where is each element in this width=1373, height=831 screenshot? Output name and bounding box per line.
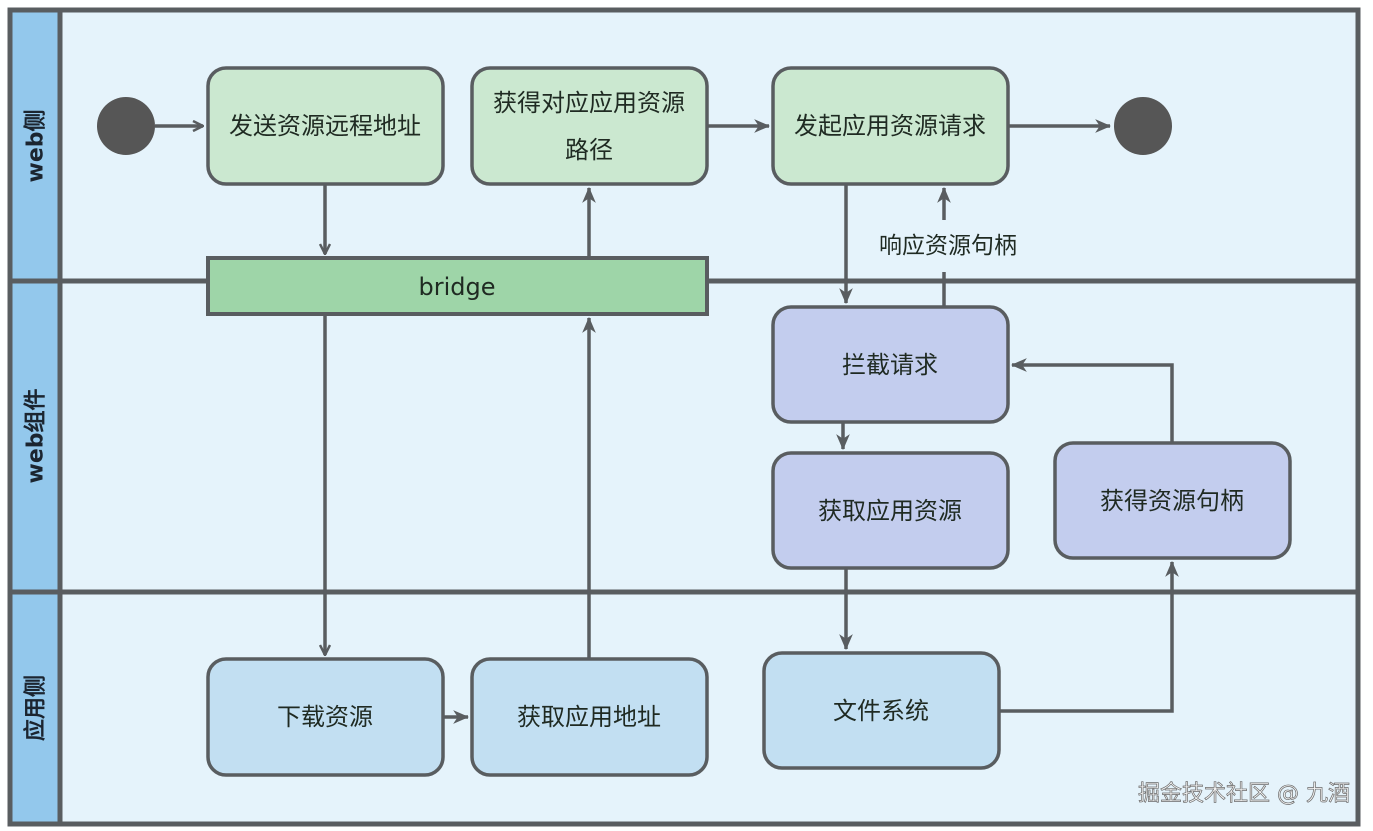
edge-label-background [862,228,1034,264]
node-get-app-address[interactable]: 获取应用地址 [470,657,709,777]
node-box [470,66,709,186]
node-box [206,66,445,186]
node-file-system[interactable]: 文件系统 [762,651,1001,770]
node-obtain-resource-handle[interactable]: 获得资源句柄 [1053,441,1292,560]
lane-header-web-component: web组件 [23,389,49,484]
edge-label-respond-resource-handle: 响应资源句柄 [879,233,1017,259]
node-label-line2: 路径 [565,136,613,164]
node-label: 获得资源句柄 [1100,487,1244,515]
start-node[interactable] [97,97,155,155]
node-label: 拦截请求 [842,351,938,379]
node-get-app-resource-path[interactable]: 获得对应应用资源 路径 [470,66,709,186]
node-initiate-app-resource-request[interactable]: 发起应用资源请求 [771,66,1010,186]
node-label: 获取应用地址 [517,703,661,731]
node-label-line1: 获得对应应用资源 [493,89,685,117]
node-label: 获取应用资源 [818,497,962,525]
lane-label-web-side: web侧 [24,110,49,183]
lane-header-app-side: 应用侧 [23,675,49,741]
node-box [771,66,1010,186]
lane-label-web-component: web组件 [23,389,49,484]
node-box [771,305,1010,424]
watermark: 掘金技术社区 @ 九酒 [1138,782,1350,807]
node-send-remote-address[interactable]: 发送资源远程地址 [206,66,445,186]
bridge-label: bridge [418,273,495,301]
node-label: 文件系统 [833,697,929,725]
lane-header-web-side: web侧 [24,110,49,183]
end-node[interactable] [1114,97,1172,155]
node-label: 下载资源 [277,703,373,731]
lane-label-app-side: 应用侧 [23,675,49,741]
edge-filesystem-to-handle [999,560,1179,713]
node-label: 发送资源远程地址 [229,112,421,140]
node-label: 发起应用资源请求 [794,112,986,140]
node-fetch-app-resource[interactable]: 获取应用资源 [771,451,1010,570]
node-box [1053,441,1292,560]
bridge-bar [206,256,709,316]
node-box [771,451,1010,570]
diagram-frame [7,7,1361,827]
edge-handle-to-intercept [1010,358,1174,443]
node-download-resource[interactable]: 下载资源 [206,657,445,777]
node-bridge[interactable]: bridge [206,256,709,316]
node-box [762,651,1001,770]
node-box [470,657,709,777]
node-box [206,657,445,777]
lane-header-column [10,10,60,824]
node-intercept-request[interactable]: 拦截请求 [771,305,1010,424]
